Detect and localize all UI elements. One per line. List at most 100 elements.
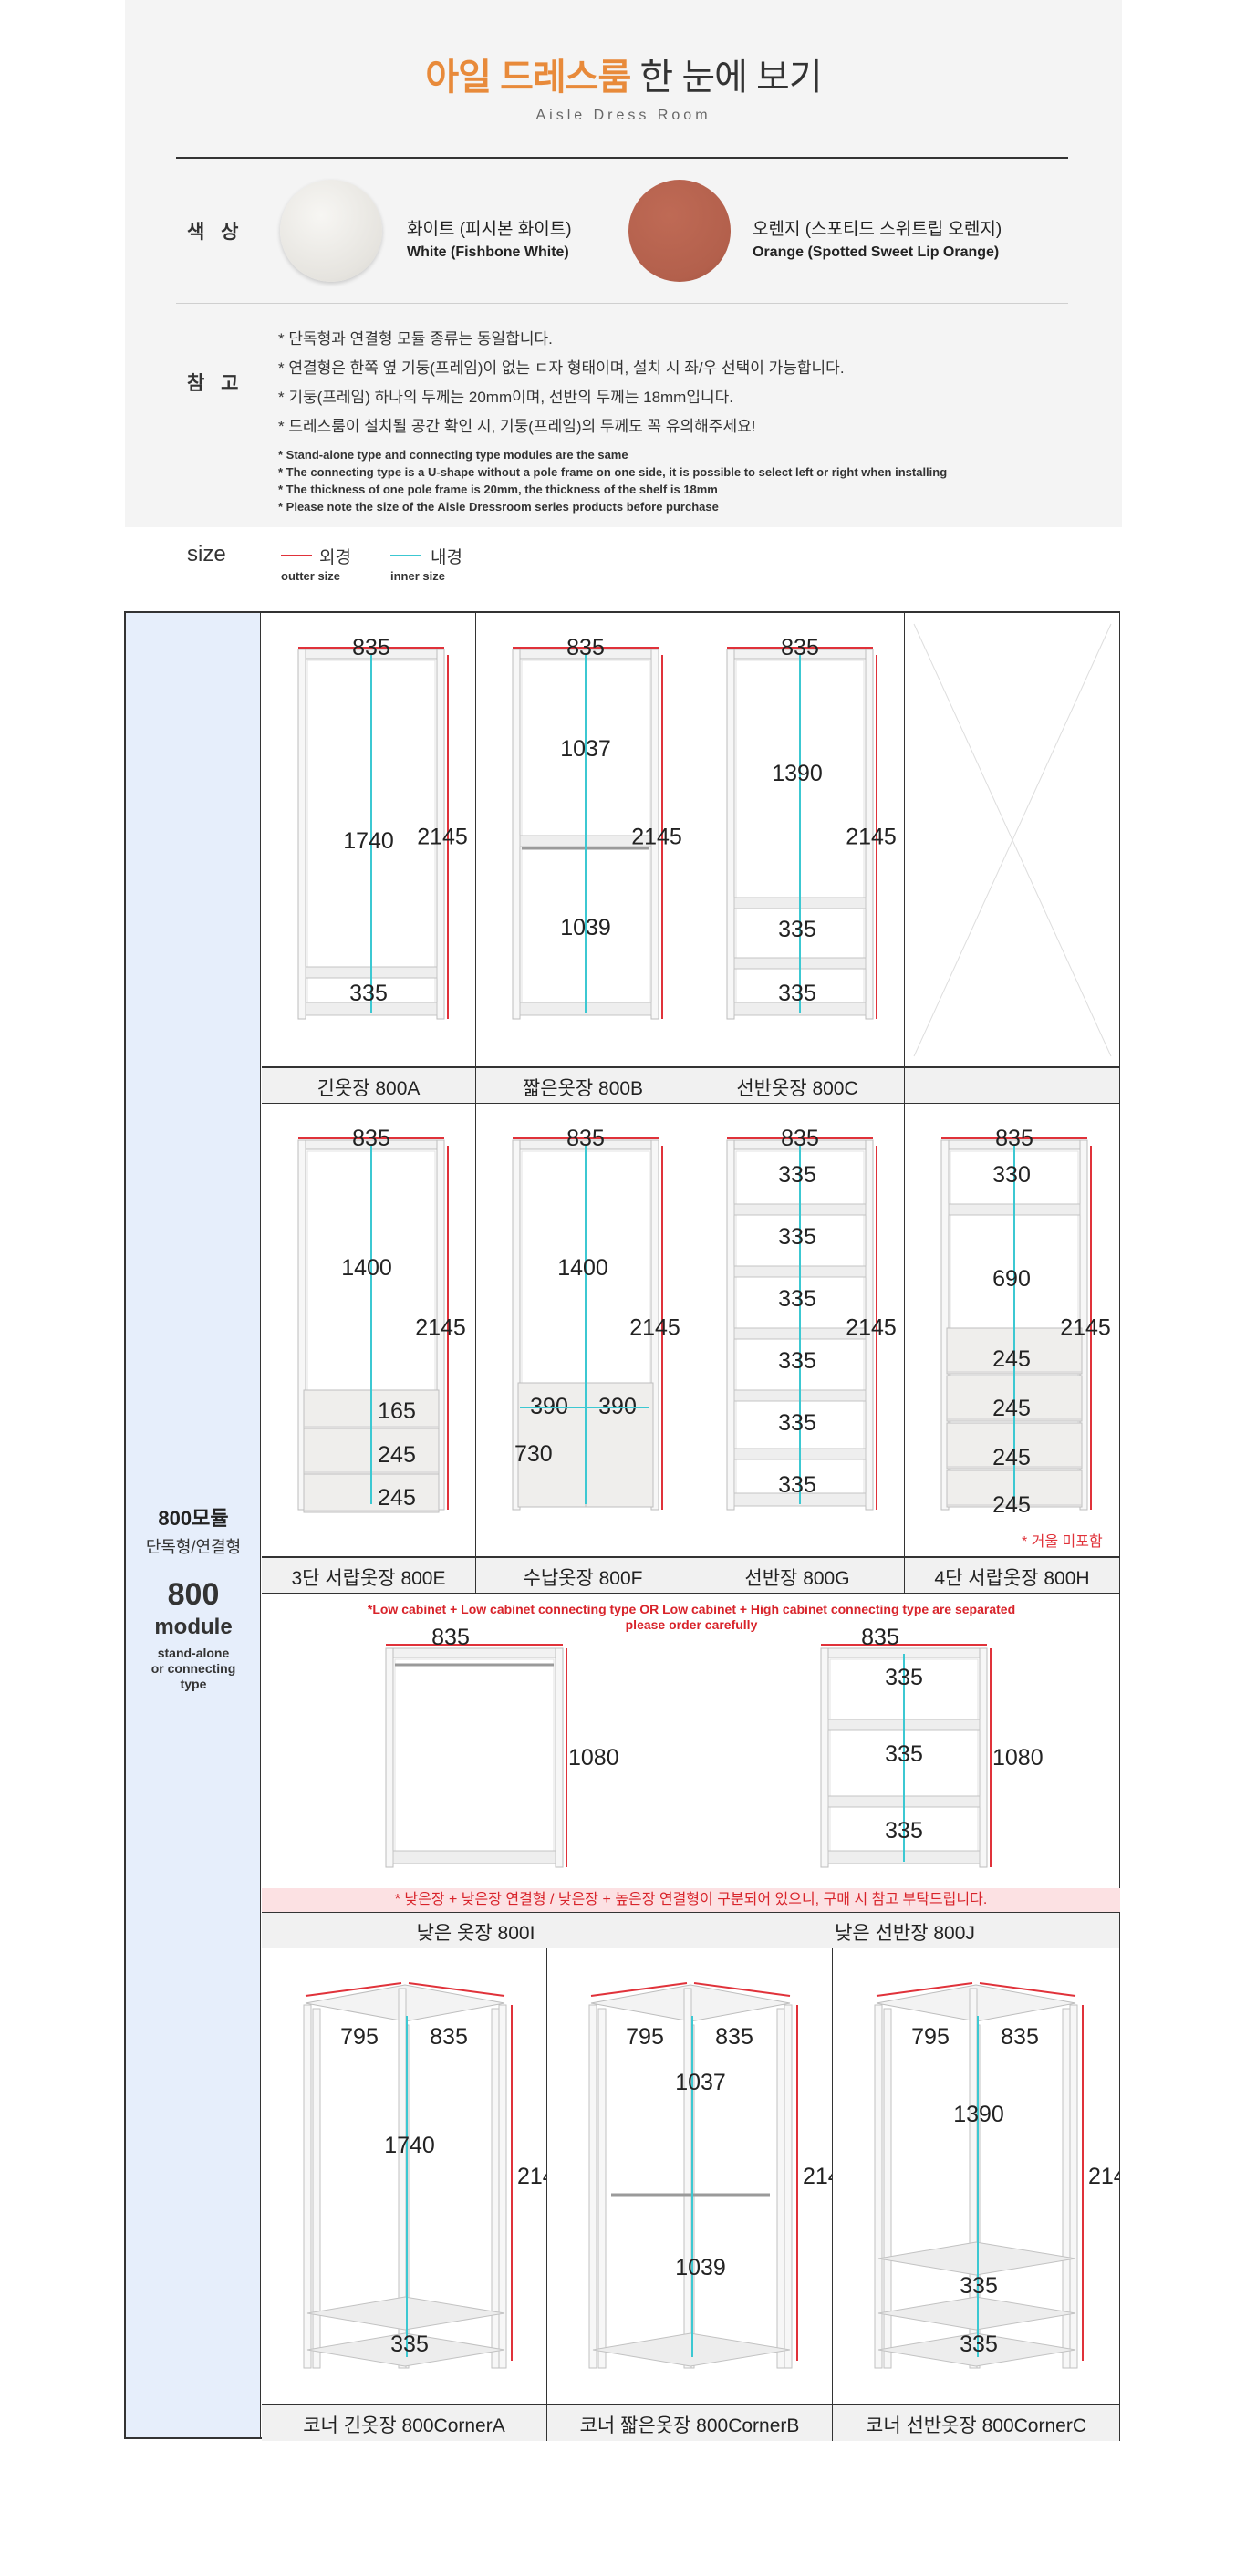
corner-800a-drawing: 79583521451740335 [303,1982,547,2369]
dimension-label: 835 [352,635,390,660]
left-post [512,1139,521,1511]
note-line: * The thickness of one pole frame is 20m… [278,483,718,496]
dimension-label: 330 [992,1162,1031,1188]
orange-swatch [628,180,731,282]
dimension-label: 2145 [803,2164,833,2189]
drawing-cell-800cornera: 79583521451740335 [262,1948,547,2405]
module-grid: 800모듈 단독형/연결형 800 module stand-alone or … [124,611,1120,2441]
caption-text: 코너 선반옷장 800CornerC [866,2415,1086,2436]
dimension-label: 335 [885,1818,923,1844]
dimension-label: 835 [430,2024,468,2050]
dimension-label: 1080 [568,1745,619,1771]
dimension-label: 2145 [517,2164,547,2189]
inner-legend-line [390,555,421,556]
left-post [726,649,735,1020]
dimension-label: 1740 [343,828,394,854]
dimension-label: 2145 [415,1315,466,1341]
dimension-label: 835 [1001,2024,1039,2050]
corner-800c-drawing: 79583521451390335335 [874,1982,1120,2369]
dimension-label: 2145 [1060,1315,1111,1341]
caption-800e: 3단 서랍옷장 800E [262,1557,476,1594]
caption-800a: 긴옷장 800A [262,1067,476,1104]
caption-800c: 선반옷장 800C [690,1067,905,1104]
note-line: * The connecting type is a U-shape witho… [278,465,948,479]
dimension-label: 1740 [384,2133,435,2158]
dimension-label: 835 [352,1126,390,1151]
drawing-cell-800cornerc: 79583521451390335335 [833,1948,1120,2405]
page-title: 아일 드레스룸 한 눈에 보기 [125,47,1122,100]
caption-text: 선반옷장 800C [736,1078,858,1099]
dimension-label: 335 [778,981,816,1006]
post [588,2004,597,2369]
caption-text: 낮은 옷장 800I [416,1923,535,1944]
dimension-label: 1080 [992,1745,1044,1771]
outer-width-line [979,1982,1076,1997]
dimension-label: 335 [778,1348,816,1374]
post [683,1988,692,2369]
dimension-label: 2145 [631,825,682,850]
post [1069,2004,1078,2369]
dimension-label: 245 [378,1442,416,1468]
note-line: * 연결형은 한쪽 옆 기둥(프레임)이 없는 ㄷ자 형태이며, 설치 시 좌/… [278,359,845,377]
dimension-label: 835 [431,1625,470,1650]
left-post [820,1647,829,1868]
caption-text: 수납옷장 800F [523,1568,643,1589]
dimension-label: 245 [992,1492,1031,1518]
caption-800cornera: 코너 긴옷장 800CornerA [262,2405,547,2441]
dimension-label: 335 [778,917,816,942]
caption-800g: 선반장 800G [690,1557,905,1594]
caption-text: 짧은옷장 800B [522,1078,644,1099]
caption-text: 낮은 선반장 800J [835,1923,975,1944]
outer-width-line [590,1982,688,1997]
empty-cell [905,613,1120,1067]
inner-legend-label: 내경 [431,548,462,567]
caption-text: 코너 짧은옷장 800CornerB [579,2415,800,2436]
dimension-label: 835 [781,1126,819,1151]
drawing-cell-800i: 835 1080 [262,1594,690,1913]
color-row-label: 색 상 [187,222,244,243]
side-number: 800 [167,1577,220,1612]
right-post [865,649,874,1020]
right-post [650,649,659,1020]
dimension-label: 335 [885,1665,923,1690]
side-en-line: stand-alone [157,1646,230,1660]
dimension-label: 795 [626,2024,664,2050]
left-post [512,649,521,1020]
notes-row-label: 참 고 [187,373,244,394]
outer-legend-line [281,555,312,556]
dimension-label: 795 [340,2024,379,2050]
dimension-label: 2145 [1088,2164,1120,2189]
dimension-label: 1400 [557,1255,608,1281]
note-line: * 단독형과 연결형 모듈 종류는 동일합니다. [278,330,553,348]
top-rail [385,1647,564,1658]
wardrobe-800i-drawing: 835 1080 [385,1625,619,1868]
note-line: * Stand-alone type and connecting type m… [278,448,628,462]
caption-800b: 짧은옷장 800B [476,1067,690,1104]
right-post [555,1647,564,1868]
dimension-label: 245 [992,1346,1031,1372]
caption-text: 3단 서랍옷장 800E [291,1568,446,1589]
post [874,2004,883,2369]
title-accent: 아일 드레스룸 [425,57,631,98]
side-en-line: type [180,1677,207,1691]
dimension-label: 1037 [560,736,611,762]
outer-legend-en: outter size [281,569,341,583]
side-module: module [154,1615,233,1639]
left-post [726,1139,735,1511]
note-line: * 드레스룸이 설치될 공간 확인 시, 기둥(프레임)의 두께도 꼭 유의해주… [278,418,756,435]
left-post [297,649,306,1020]
orange-en: Orange (Spotted Sweet Lip Orange) [753,244,1000,260]
caption-text: 긴옷장 800A [317,1078,421,1099]
caption-800f: 수납옷장 800F [476,1557,690,1594]
white-en: White (Fishbone White) [407,244,569,260]
side-title-ko: 800모듈 [158,1507,229,1530]
right-post [436,649,445,1020]
dimension-label: 165 [378,1398,416,1424]
dimension-label: 245 [992,1445,1031,1470]
dimension-label: 835 [861,1625,899,1650]
